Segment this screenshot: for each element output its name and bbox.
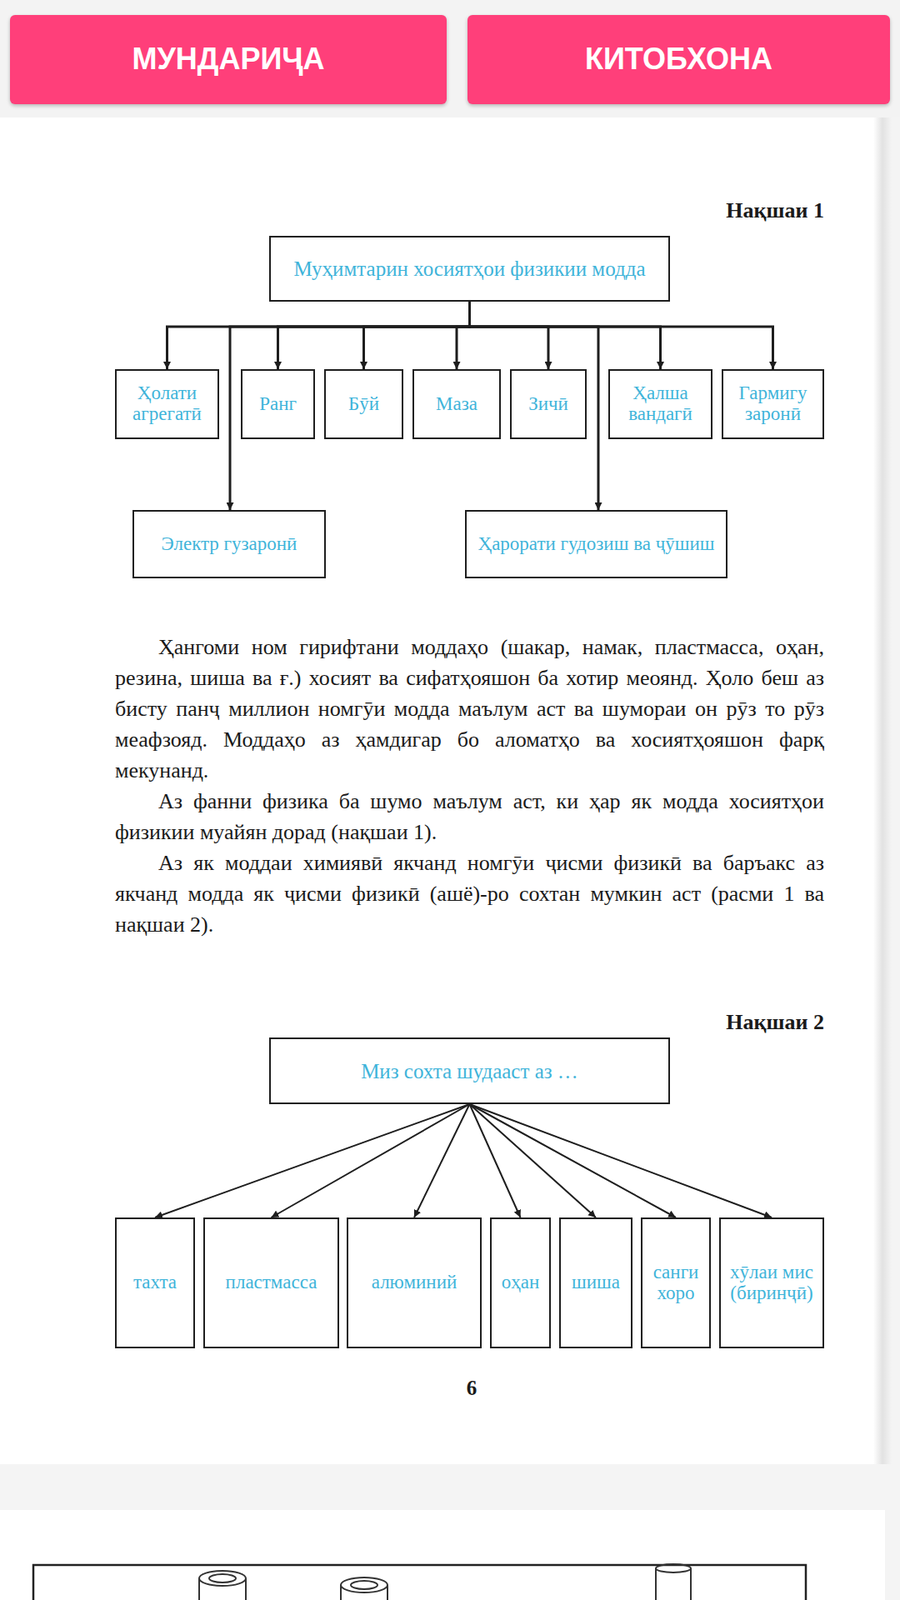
node-text: хӯлаи мис (биринҷӣ) [725, 1262, 819, 1305]
property-box: Маза [412, 369, 501, 440]
node-text: Бӯй [348, 394, 380, 415]
node-text: МУНДАРИҶА [131, 43, 325, 76]
property-box: Ҳарорати гудозиш ва ҷӯшиш [465, 510, 728, 579]
material-box: санги хоро [640, 1217, 711, 1349]
node-text: тахта [133, 1272, 177, 1294]
node-text: Гармигу заронӣ [727, 383, 819, 425]
paragraph: Аз фанни физика ба шумо маълум аст, ки ҳ… [115, 785, 825, 848]
text-stack: шиша [571, 1272, 620, 1294]
page-number: 6 [430, 1372, 514, 1404]
property-box: Ранг [240, 369, 315, 440]
text-stack: МУНДАРИҶА [131, 43, 325, 76]
material-box: тахта [115, 1217, 195, 1349]
text-stack: хӯлаи мис (биринҷӣ) [725, 1262, 819, 1305]
book-page [0, 1510, 885, 1600]
text-stack: Электр гузаронӣ [161, 534, 298, 555]
material-box: алюминий [346, 1217, 482, 1349]
page-shadow [873, 117, 892, 1465]
node-text: КИТОБХОНА [585, 43, 773, 76]
node-text: пластмасса [225, 1272, 318, 1294]
arrow-connector [414, 1104, 470, 1218]
node-text: Ҳалша вандагӣ [614, 383, 707, 425]
apparatus-figure [0, 1510, 900, 1600]
node-text: Миз сохта шудааст аз … [360, 1060, 579, 1083]
text-stack: оҳан [501, 1272, 540, 1294]
text-stack: Маза [435, 394, 478, 415]
text-stack: Бӯй [348, 394, 380, 415]
nav-button: КИТОБХОНА [467, 15, 890, 105]
arrow-connector [167, 301, 470, 370]
node-text: Электр гузаронӣ [161, 534, 298, 555]
node-text: оҳан [501, 1272, 540, 1294]
arrow-connector [470, 301, 550, 370]
text-stack: Ҳарорати гудозиш ва ҷӯшиш [478, 534, 715, 555]
arrow-connector [470, 1104, 597, 1218]
paragraph: Ҳангоми ном гирифтани моддаҳо (шакар, на… [115, 631, 825, 786]
property-box: Ҳолати агрегатӣ [115, 369, 220, 440]
title-box: Муҳимтарин хосиятҳои физикии модда [269, 235, 670, 302]
text-stack: тахта [133, 1272, 177, 1294]
text-stack: Миз сохта шудааст аз … [360, 1060, 579, 1083]
figure-label: Нақшаи 1 [633, 195, 825, 226]
text-stack: КИТОБХОНА [585, 43, 773, 76]
property-box: Электр гузаронӣ [132, 510, 326, 579]
node-text: Ранг [259, 394, 297, 415]
text-stack: пластмасса [225, 1272, 318, 1294]
property-box: Бӯй [324, 369, 404, 440]
arrow-connector [470, 301, 774, 370]
material-box: хӯлаи мис (биринҷӣ) [719, 1217, 825, 1349]
node-text: Муҳимтарин хосиятҳои физикии модда [294, 257, 646, 280]
nav-button: МУНДАРИҶА [10, 15, 447, 105]
material-box: пластмасса [203, 1217, 340, 1349]
title-box: Миз сохта шудааст аз … [269, 1037, 670, 1105]
text-stack: Гармигу заронӣ [727, 383, 819, 425]
text-stack: алюминий [371, 1272, 458, 1294]
property-box: Гармигу заронӣ [721, 369, 825, 440]
arrow-connector [155, 1104, 470, 1218]
node-text: алюминий [371, 1272, 458, 1294]
arrow-connector [364, 301, 470, 370]
material-box: шиша [559, 1217, 633, 1349]
text-stack: Ҳалша вандагӣ [614, 383, 707, 425]
node-text: Зичӣ [528, 394, 569, 415]
property-box: Зичӣ [510, 369, 587, 440]
paragraph: Аз як моддаи химиявӣ якчанд номгӯи ҷисми… [115, 847, 825, 940]
node-text: Ҳолати агрегатӣ [120, 383, 214, 425]
arrow-connector [271, 1104, 470, 1218]
node-text: Ҳарорати гудозиш ва ҷӯшиш [478, 534, 715, 555]
property-box: Ҳалша вандагӣ [608, 369, 713, 440]
arrow-connector [278, 301, 470, 370]
material-box: оҳан [490, 1217, 551, 1349]
arrow-connector [470, 301, 661, 370]
figure-label: Нақшаи 2 [633, 1006, 825, 1038]
arrow-connector [470, 1104, 773, 1218]
arrow-connector [456, 301, 470, 370]
node-text: Маза [435, 394, 478, 415]
text-stack: Ранг [259, 394, 297, 415]
text-stack: санги хоро [646, 1262, 705, 1305]
text-stack: Зичӣ [528, 394, 569, 415]
text-stack: Ҳолати агрегатӣ [120, 383, 214, 425]
node-text: шиша [571, 1272, 620, 1294]
node-text: санги хоро [646, 1262, 705, 1305]
text-stack: Муҳимтарин хосиятҳои физикии модда [294, 257, 646, 280]
arrow-connector [470, 1104, 677, 1218]
